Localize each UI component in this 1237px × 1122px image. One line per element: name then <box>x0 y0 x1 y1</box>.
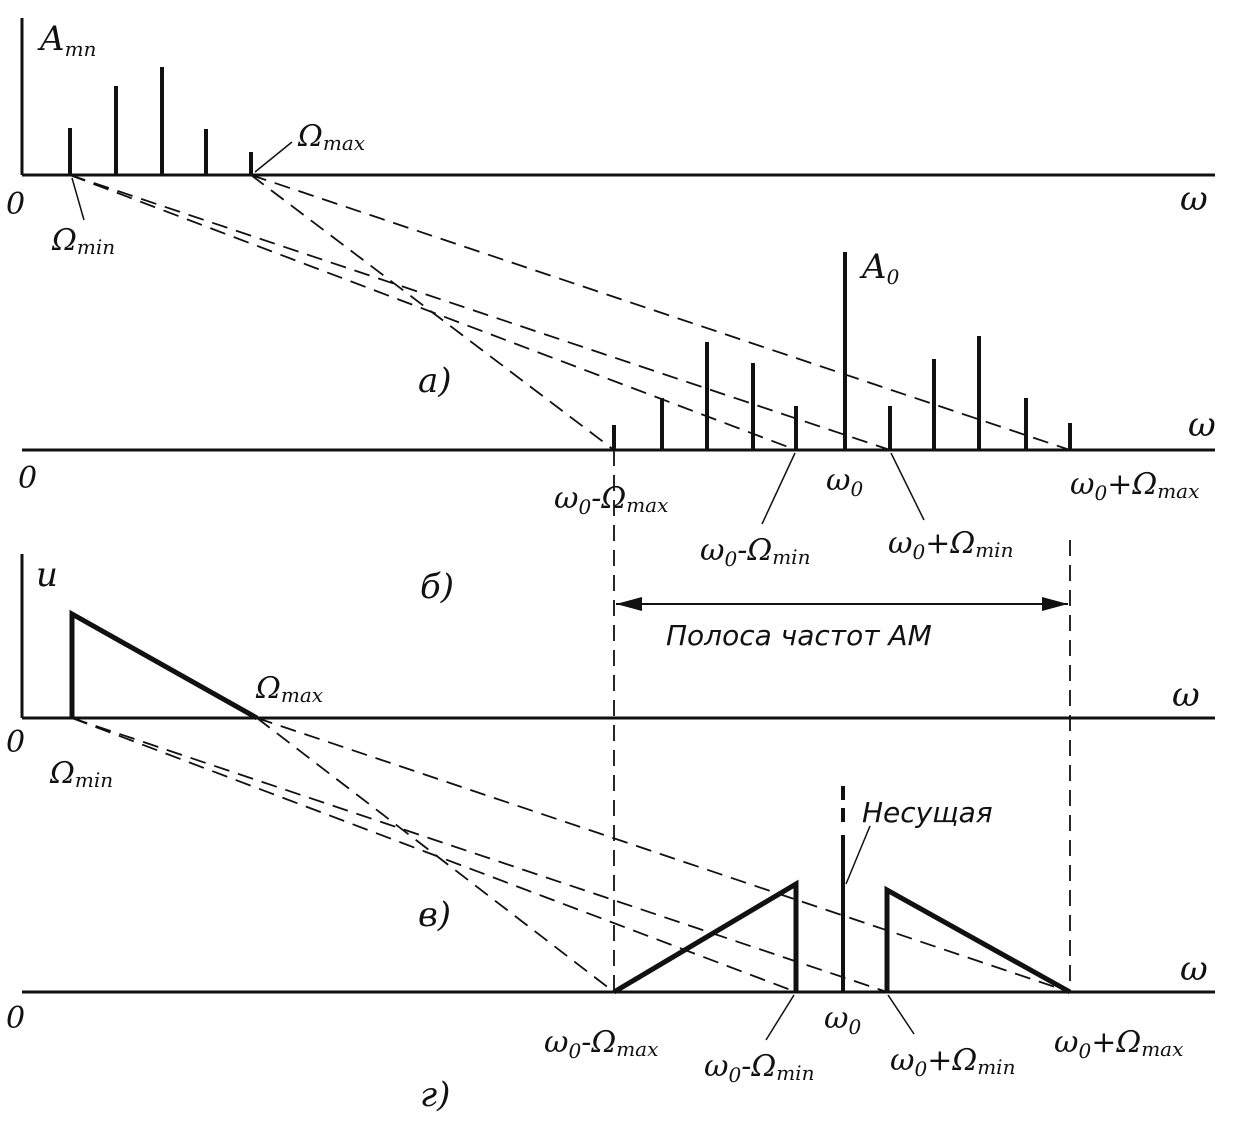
panel-d-upper-sideband <box>884 885 1072 995</box>
label-omega-a: ω <box>1180 179 1208 219</box>
label-omega-d: ω <box>1180 949 1208 989</box>
leader-w0-plus-omin-b <box>890 452 925 521</box>
label-omega-min-c: Ωmin <box>49 756 113 792</box>
label-part-a: а) <box>418 361 452 401</box>
label-w0-plus-omax-d: ω0+Ωmax <box>1054 1025 1183 1063</box>
label-a-mn: Amn <box>37 19 96 61</box>
panel-d-spectrum: Несущая в) 0 ω ω0-Ωmax ω0-Ωmin ω0 ω0+Ωmi… <box>6 782 1215 1115</box>
leader-w0-minus-omin-b <box>761 452 796 525</box>
label-w0-d: ω0 <box>824 1001 861 1039</box>
label-part-b: б) <box>420 567 454 607</box>
band-arrow-left-head <box>616 597 642 611</box>
label-w0-b: ω0 <box>826 463 863 501</box>
label-zero-c: 0 <box>6 725 25 760</box>
label-w0-minus-omin-d: ω0-Ωmin <box>704 1049 814 1087</box>
label-w0-minus-omax-b: ω0-Ωmax <box>554 481 668 519</box>
label-w0-minus-omin-b: ω0-Ωmin <box>700 533 810 571</box>
label-part-g: г) <box>420 1075 450 1115</box>
label-zero-d: 0 <box>6 1001 25 1036</box>
label-zero-b: 0 <box>18 461 37 496</box>
label-w0-plus-omin-b: ω0+Ωmin <box>888 526 1013 564</box>
label-u: u <box>36 555 58 595</box>
panel-c-spectrum-shape <box>69 609 259 721</box>
label-w0-plus-omax-b: ω0+Ωmax <box>1070 467 1199 505</box>
leader-carrier <box>845 825 871 885</box>
band-arrow-right-head <box>1042 597 1068 611</box>
label-w0-minus-omax-d: ω0-Ωmax <box>544 1025 658 1063</box>
leader-omega-max-a <box>254 141 293 173</box>
label-carrier: Несущая <box>862 796 993 829</box>
bandwidth-indicator: Полоса частот АМ <box>613 450 1071 992</box>
label-omega-c: ω <box>1172 675 1200 715</box>
label-band: Полоса частот АМ <box>666 619 932 652</box>
label-omega-max-a: Ωmax <box>297 119 365 155</box>
label-omega-max-c: Ωmax <box>255 671 323 707</box>
projection-lines-a-b <box>69 174 1071 451</box>
panel-b-spectrum: A0 а) 0 ω ω0-Ωmax ω0-Ωmin ω0 ω0+Ωmin ω0+… <box>18 247 1216 607</box>
leader-w0-minus-omin-d <box>765 994 795 1041</box>
panel-a-spectrum: Amn 0 ω Ωmax Ωmin <box>6 18 1215 259</box>
leader-w0-plus-omin-d <box>887 994 915 1035</box>
label-part-v: в) <box>418 895 451 935</box>
label-omega-b: ω <box>1188 405 1216 445</box>
leader-omega-min-a <box>71 177 85 221</box>
panel-d-lower-sideband <box>612 879 799 995</box>
label-w0-plus-omin-d: ω0+Ωmin <box>890 1043 1015 1081</box>
label-a0: A0 <box>859 247 900 289</box>
projection-lines-c-d <box>71 717 1071 993</box>
panel-c-spectrum: u 0 ω Ωmax Ωmin <box>6 554 1215 792</box>
label-omega-min-a: Ωmin <box>51 223 115 259</box>
label-zero-a: 0 <box>6 187 25 222</box>
